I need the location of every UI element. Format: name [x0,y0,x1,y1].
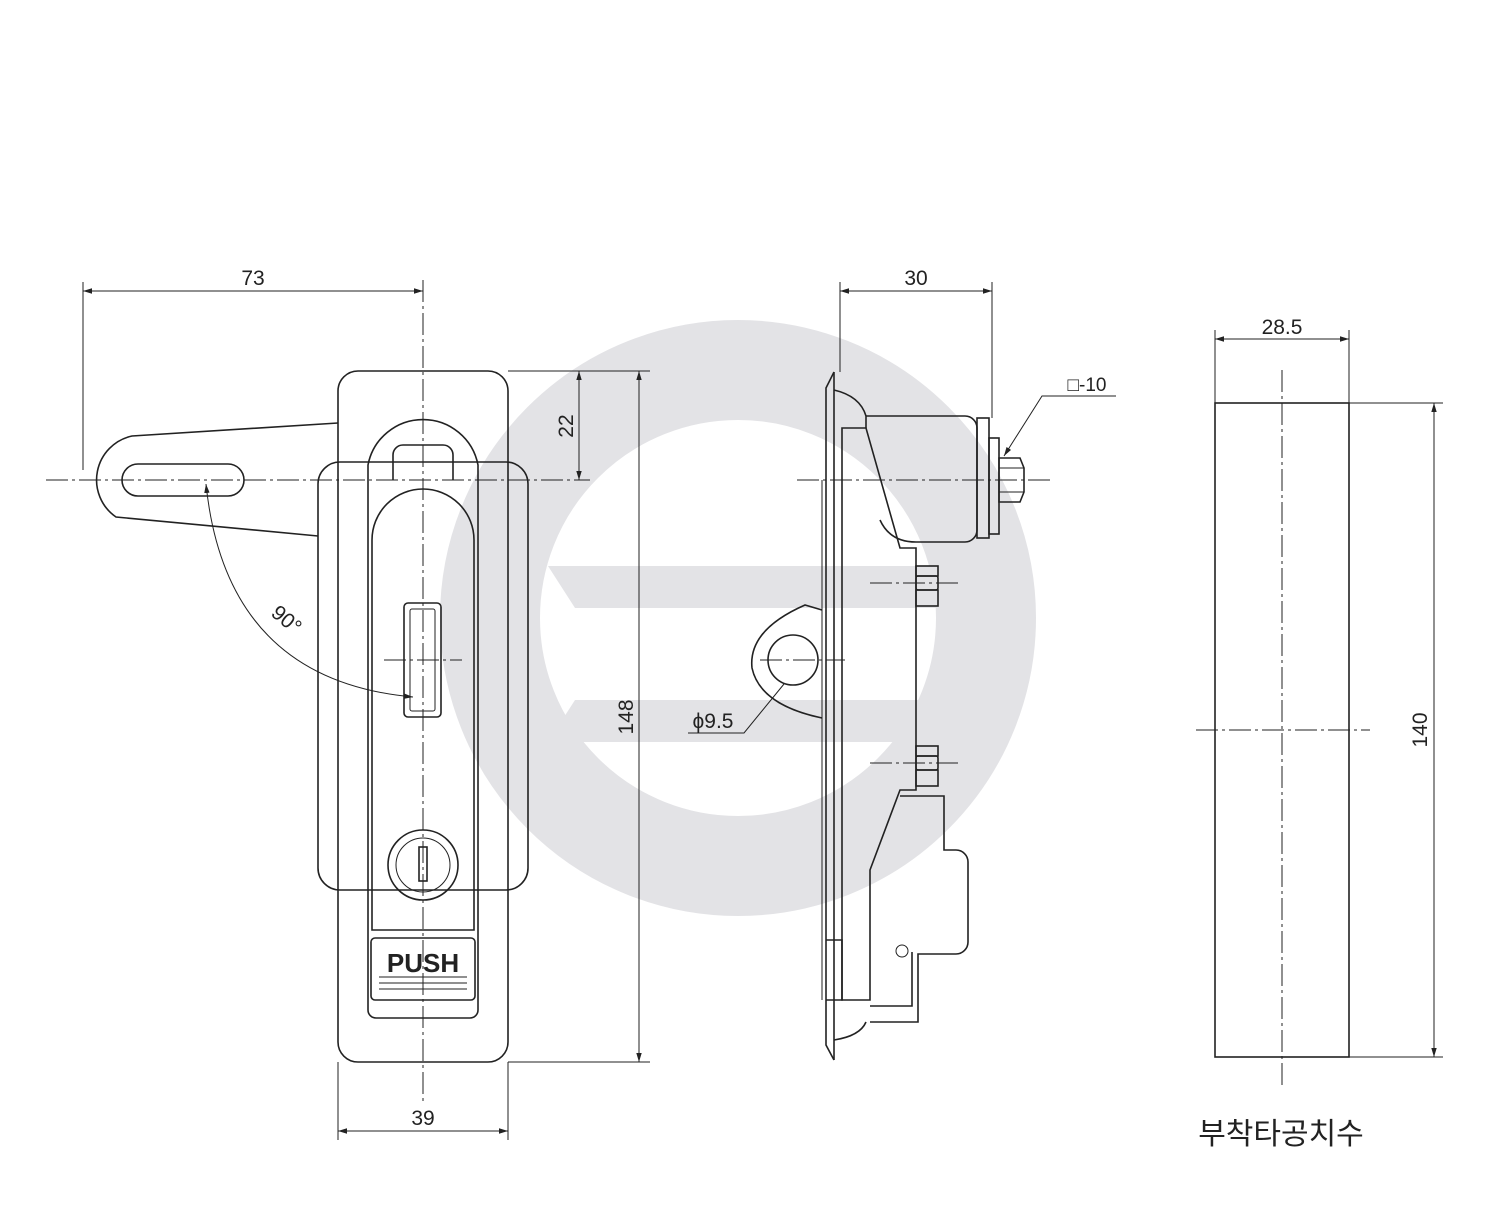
cutout-caption: 부착타공치수 [1198,1117,1364,1152]
dim-width-bottom: 39 [411,1107,434,1130]
front-view: PUSH 90° 73 22 148 39 [46,267,650,1140]
dim-width-top: 73 [241,267,264,290]
dim-angle: 90° [267,601,306,639]
dim-height-top: 22 [555,414,578,437]
dim-height-total: 148 [615,699,638,734]
circular-logo-watermark [440,320,1036,916]
push-label: PUSH [387,948,459,978]
dim-depth: 30 [904,267,927,290]
cutout-view: 28.5 140 부착타공치수 [1196,316,1443,1152]
side-view: ϕ9.5 □-10 30 [688,267,1116,1061]
dim-cutout-width: 28.5 [1262,316,1303,339]
dim-hole: ϕ9.5 [693,710,734,733]
dim-cutout-height: 140 [1409,712,1432,747]
dim-square: □-10 [1068,375,1107,396]
